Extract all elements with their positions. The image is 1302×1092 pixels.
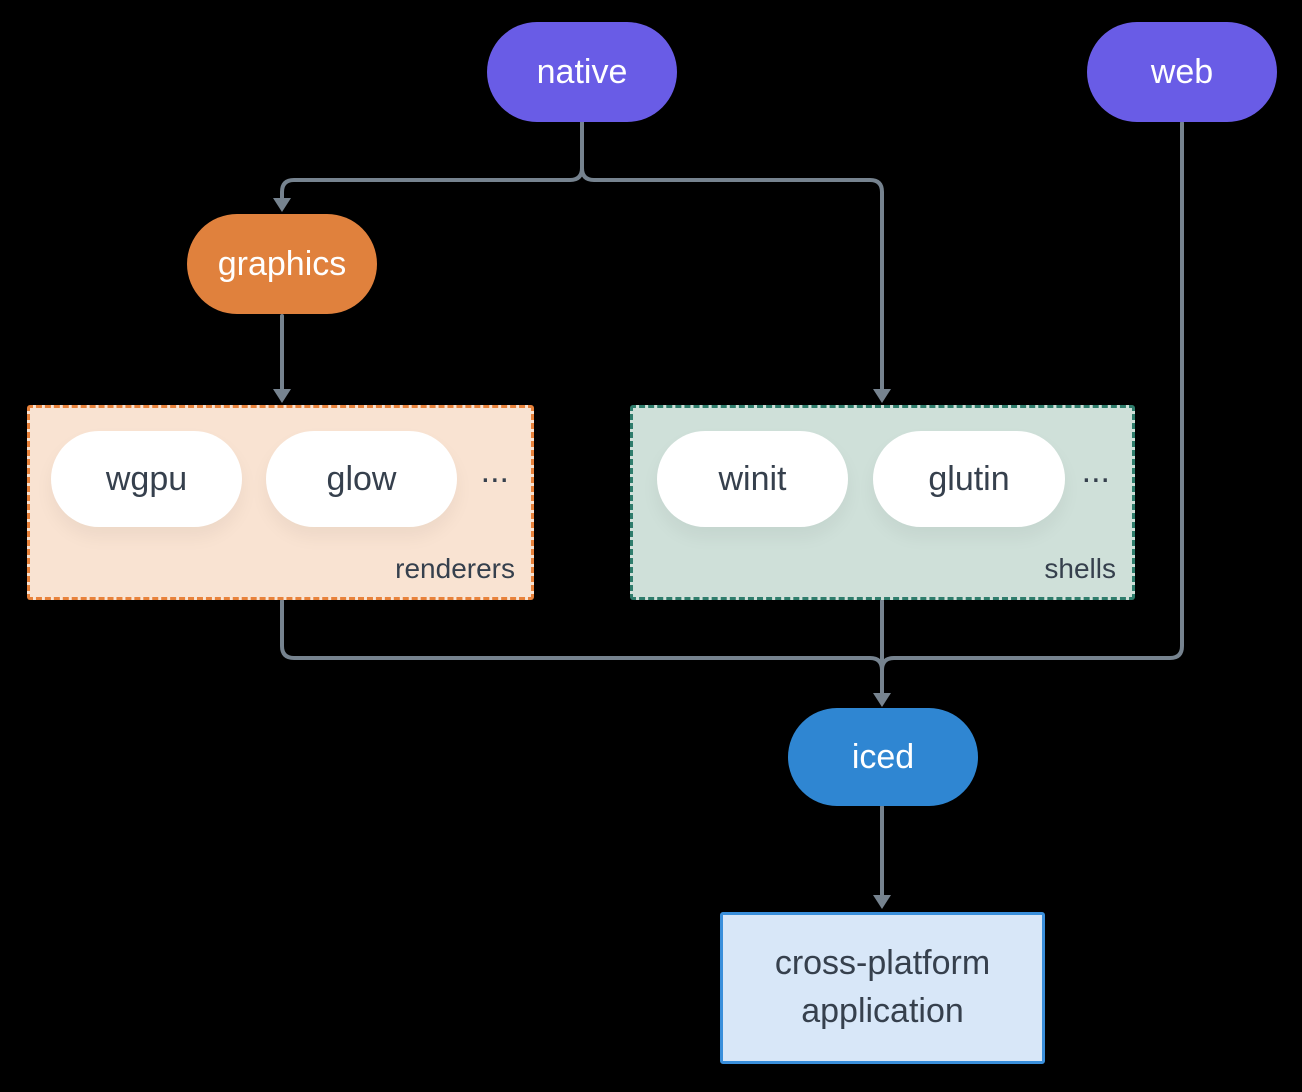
application-label: cross-platform application [774,944,991,1030]
connector-native-to-graphics [280,120,584,201]
group-renderers: wgpu glow ... renderers [27,405,534,600]
arrowhead-into-graphics [273,198,291,212]
node-wgpu: wgpu [51,431,242,527]
connector-renderers-to-iced [280,599,884,672]
arrowhead-into-renderers [273,389,291,403]
arrowhead-into-iced [873,693,891,707]
node-native: native [487,22,677,122]
arrowhead-into-application [873,895,891,909]
node-web-label: web [1150,52,1214,91]
node-wgpu-label: wgpu [105,459,188,498]
node-glutin-label: glutin [928,459,1010,498]
group-shells: winit glutin ... shells [630,405,1135,600]
node-cross-platform-application: cross-platform application [720,912,1045,1064]
node-winit-label: winit [718,459,787,498]
node-native-label: native [536,52,628,91]
node-glow: glow [266,431,457,527]
node-graphics: graphics [187,214,377,314]
node-glow-label: glow [326,459,397,498]
node-iced-label: iced [851,737,915,776]
node-glutin: glutin [873,431,1065,527]
arrowhead-into-shells [873,389,891,403]
node-web: web [1087,22,1277,122]
renderers-ellipsis: ... [480,451,509,490]
node-graphics-label: graphics [217,244,347,283]
renderers-group-label: renderers [395,553,515,584]
shells-ellipsis: ... [1081,451,1110,490]
node-iced: iced [788,708,978,806]
connector-native-to-shells [580,166,884,392]
shells-group-label: shells [1044,553,1116,584]
node-winit: winit [657,431,848,527]
